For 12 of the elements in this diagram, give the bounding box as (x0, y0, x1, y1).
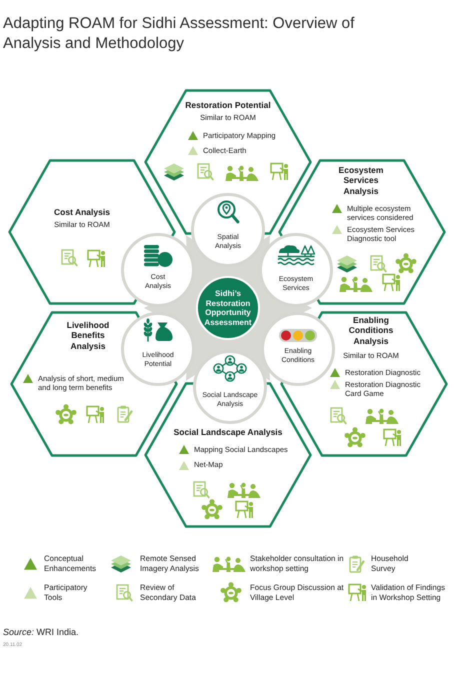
hexagon-panel (8, 159, 176, 305)
panel-title: Ecosystem Services Analysis (338, 164, 384, 196)
panel-title: Livelihood Benefits Analysis (66, 320, 110, 351)
hub-label: Sidhi’s Restoration Opportunity Assessment (203, 289, 253, 327)
hexagon-panel (144, 382, 312, 528)
diagram-title: Adapting ROAM for Sidhi Assessment: Overview of Analysis and Methodology (3, 14, 356, 54)
panel-title: Enabling Conditions Analysis (348, 314, 394, 346)
panel-title: Cost Analysis (54, 206, 110, 217)
hexagon-panel (278, 159, 446, 305)
panel-title: Social Landscape Analysis (174, 426, 282, 437)
panel-title: Restoration Potential (185, 100, 271, 110)
source-note: Source: WRI India. (3, 627, 79, 638)
